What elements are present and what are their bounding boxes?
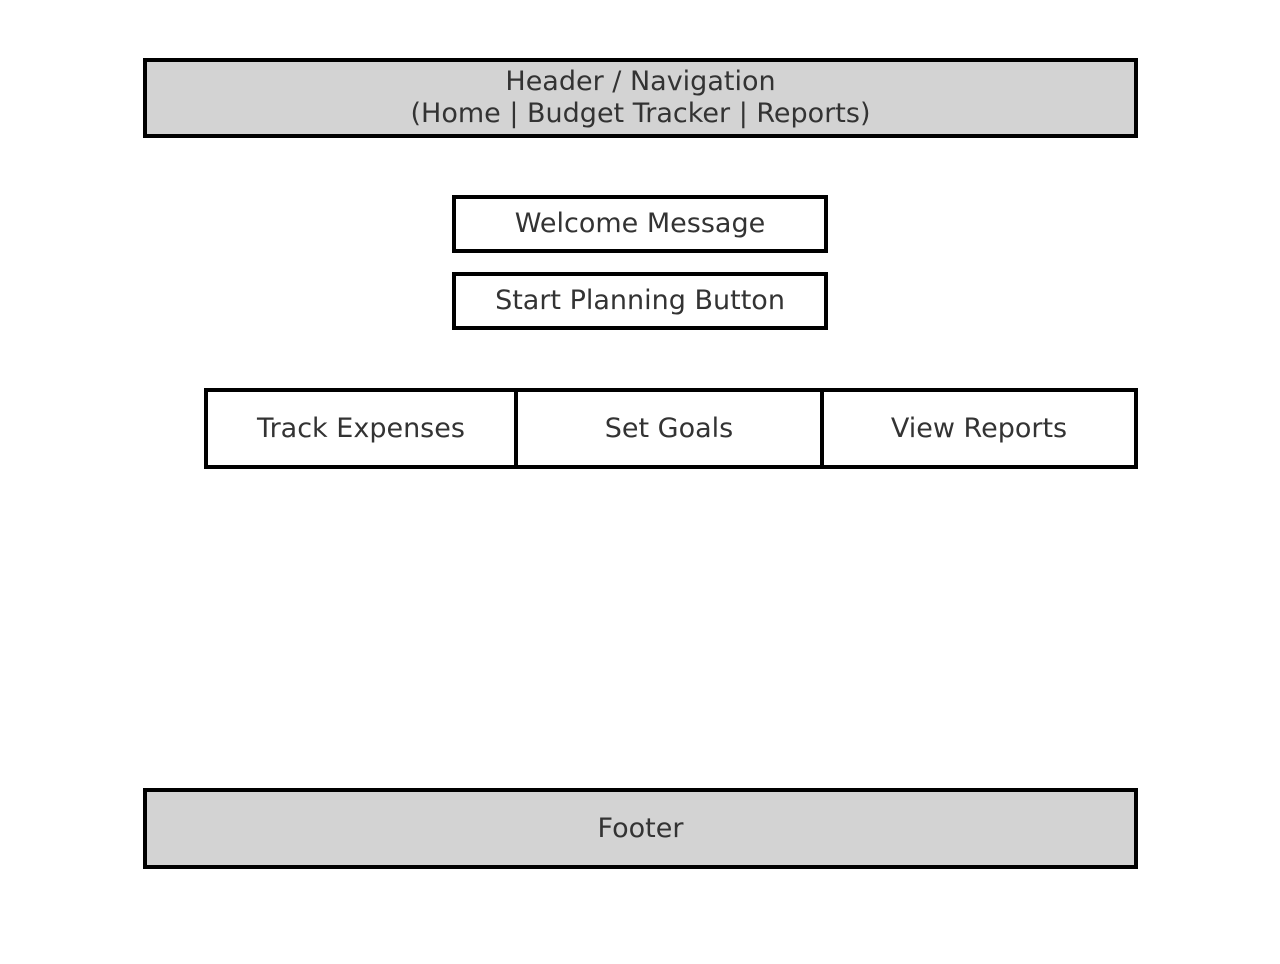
footer-label: Footer <box>597 812 684 844</box>
header-nav-links: (Home | Budget Tracker | Reports) <box>410 98 871 129</box>
welcome-message-label: Welcome Message <box>514 208 766 239</box>
footer: Footer <box>143 788 1138 869</box>
set-goals-label: Set Goals <box>604 413 734 444</box>
feature-row: Track Expenses Set Goals View Reports <box>204 388 1138 469</box>
welcome-message: Welcome Message <box>452 195 828 253</box>
view-reports-label: View Reports <box>890 413 1068 444</box>
start-planning-button[interactable]: Start Planning Button <box>452 272 828 330</box>
set-goals-box: Set Goals <box>514 388 824 469</box>
header-title: Header / Navigation <box>505 66 776 97</box>
track-expenses-box: Track Expenses <box>204 388 518 469</box>
view-reports-box: View Reports <box>820 388 1138 469</box>
header-navigation: Header / Navigation (Home | Budget Track… <box>143 58 1138 138</box>
start-planning-button-label: Start Planning Button <box>495 285 785 316</box>
track-expenses-label: Track Expenses <box>257 413 465 444</box>
